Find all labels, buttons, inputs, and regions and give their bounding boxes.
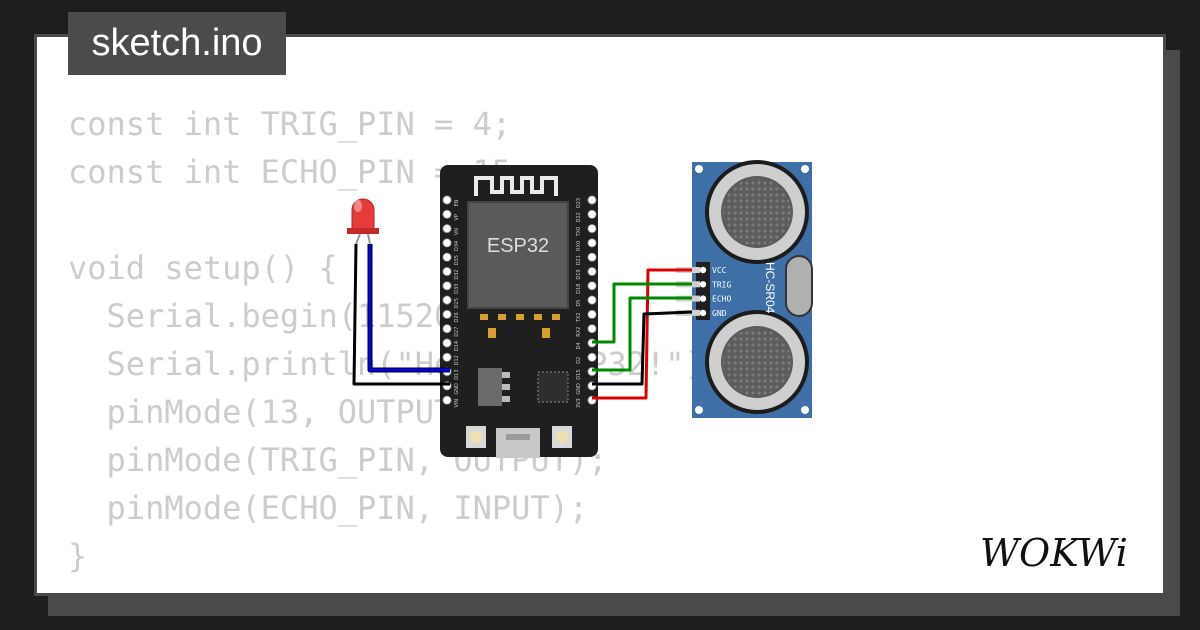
wire-echo [592, 296, 692, 372]
pin-left-d14[interactable] [442, 338, 452, 348]
wire-gnd [592, 310, 693, 386]
wokwi-logo-text: WOKWi [980, 531, 1128, 575]
pin-label: D21 [576, 255, 582, 265]
wire-trig [592, 282, 692, 344]
pin-label: D18 [576, 284, 582, 294]
pin-right-d23[interactable] [587, 195, 597, 205]
sensor-pin-pad [699, 295, 707, 302]
pin-right-d19[interactable] [587, 266, 597, 277]
pin-label: D4 [576, 342, 582, 349]
pin-label: D26 [454, 312, 460, 322]
sensor-pin-label: TRIG [712, 280, 731, 289]
preview-card [34, 34, 1166, 596]
pin-left-vp[interactable] [442, 209, 452, 219]
code-line: const int ECHO_PIN = 15; [68, 153, 531, 191]
file-tab[interactable]: sketch.ino [68, 12, 286, 75]
pin-label: D35 [454, 255, 460, 265]
pin-label: D22 [576, 212, 582, 222]
sensor-pin-pad [699, 281, 707, 288]
wire-vcc [592, 268, 692, 400]
code-line: pinMode(TRIG_PIN, OUTPUT); [68, 441, 608, 479]
pin-label: D19 [576, 269, 582, 279]
wires [352, 243, 693, 400]
pin-label: D34 [454, 241, 460, 251]
pin-left-vn[interactable] [442, 224, 452, 234]
pin-label: RX2 [576, 327, 582, 337]
pin-label: D2 [576, 357, 582, 364]
red-led[interactable] [347, 198, 379, 245]
pin-label: 3V3 [576, 398, 582, 408]
wokwi-logo: WOKWi [980, 531, 1128, 575]
sensor-pin-label: VCC [712, 266, 727, 275]
pin-label: VN [454, 228, 460, 235]
esp32-board[interactable]: ESP32 [440, 165, 598, 458]
sensor-pin-label: GND [712, 309, 727, 318]
code-line: const int TRIG_PIN = 4; [68, 105, 512, 143]
wire-led-d13 [367, 244, 450, 373]
sensor-pin-pad [699, 266, 707, 274]
pin-label: D12 [454, 355, 460, 365]
hc-sr04-sensor[interactable]: HC-SR04 [692, 160, 813, 418]
pin-right-d2[interactable] [587, 352, 597, 362]
pin-left-d12[interactable] [442, 352, 452, 362]
pin-label: D32 [454, 269, 460, 279]
pin-label: D14 [454, 341, 460, 351]
pin-left-d32[interactable] [442, 266, 452, 277]
pin-left-d35[interactable] [442, 252, 452, 262]
pin-label: TX0 [576, 227, 582, 238]
sensor-header [696, 262, 710, 320]
sensor-pin-label: ECHO [712, 295, 731, 304]
pin-left-d25[interactable] [442, 295, 452, 305]
wire-led-gnd [352, 243, 450, 386]
pin-left-d26[interactable] [442, 309, 452, 319]
pin-left-d33[interactable] [442, 281, 452, 291]
chip-label: ESP32 [487, 235, 549, 257]
pin-right-d18[interactable] [587, 281, 597, 291]
pin-label: D5 [576, 300, 582, 307]
pin-label: EN [454, 199, 460, 206]
pin-label: D25 [454, 298, 460, 308]
pin-left-d34[interactable] [442, 238, 452, 248]
pin-label: GND [576, 383, 582, 395]
code-line: void setup() { [68, 249, 338, 287]
pin-right-rx0[interactable] [587, 238, 597, 248]
pin-label: D15 [576, 369, 582, 379]
pin-right-d21[interactable] [587, 252, 597, 262]
pin-label: RX0 [576, 241, 582, 251]
pin-left-d27[interactable] [442, 324, 452, 334]
pin-label: D13 [454, 369, 460, 379]
sensor-model-label: HC-SR04 [763, 262, 777, 314]
pin-left-vin[interactable] [442, 395, 452, 405]
sensor-pin-pad [699, 309, 707, 317]
pin-right-d22[interactable] [587, 209, 597, 219]
pin-left-en[interactable] [442, 195, 452, 205]
pin-right-rx2[interactable] [587, 324, 597, 334]
pin-label: VP [454, 214, 460, 220]
pin-label: TX2 [576, 313, 582, 324]
pin-label: VIN [454, 399, 460, 408]
code-line: } [68, 537, 88, 575]
pin-label: D33 [454, 284, 460, 294]
pin-label: D27 [454, 327, 460, 337]
pin-right-tx2[interactable] [587, 309, 597, 319]
pin-right-d5[interactable] [587, 295, 597, 305]
pin-label: D23 [576, 198, 582, 208]
pin-right-tx0[interactable] [587, 224, 597, 234]
pin-label: GND [454, 383, 460, 395]
code-line: pinMode(ECHO_PIN, INPUT); [68, 489, 589, 527]
